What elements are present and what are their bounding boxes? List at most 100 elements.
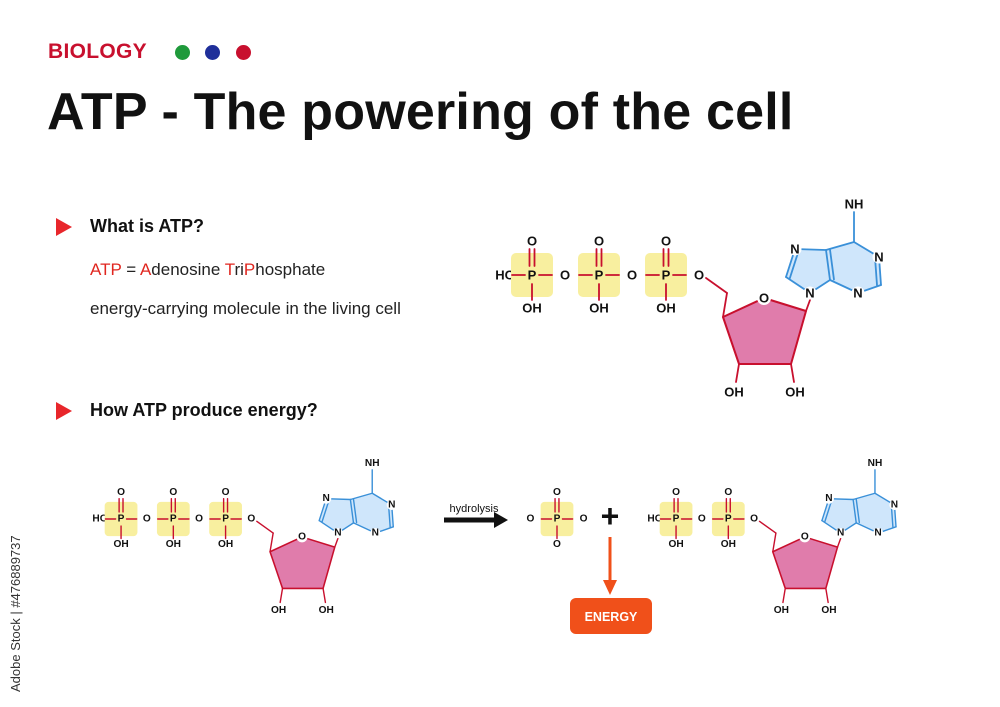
oxygen-atom: O <box>594 234 604 249</box>
bottom-group: OH <box>113 539 128 550</box>
bottom-group: OH <box>589 301 609 316</box>
definition-word: denosine <box>151 260 225 279</box>
ring-oxygen: O <box>759 291 769 306</box>
phosphate-box <box>659 501 693 537</box>
adenine-double-bond <box>829 248 835 281</box>
bottom-group: OH <box>656 301 676 316</box>
phosphorus-atom: P <box>170 514 177 525</box>
question-how-atp-energy: How ATP produce energy? <box>90 400 318 420</box>
phosphorus-atom: P <box>528 268 537 283</box>
energy-badge <box>570 598 652 634</box>
bottom-group: OH <box>721 539 736 550</box>
phosphate-box <box>511 253 553 297</box>
adp-molecule-product: HOPOOHOPOOHOOOHOHNNNNNH2 <box>647 458 900 616</box>
nitrogen-atom: N <box>825 493 832 504</box>
oxygen-atom: O <box>750 514 758 525</box>
nitrogen-atom: N <box>388 499 395 510</box>
nitrogen-bg <box>873 527 884 539</box>
oxygen-atom: O <box>580 514 588 525</box>
phosphate-box <box>645 253 687 297</box>
definition-word: hosphate <box>255 260 326 279</box>
oxygen-atom: O <box>195 514 203 525</box>
bottom-group: OH <box>668 539 683 550</box>
oxygen-atom: O <box>724 487 732 498</box>
definition-abbr: ATP <box>90 260 122 279</box>
bond <box>805 299 811 312</box>
phosphate-box <box>209 501 242 537</box>
atp-molecule-reactant: HOPOOHOPOOHOPOOHOOOHOHNNNNNH2 <box>92 458 397 616</box>
bond <box>334 537 339 548</box>
nitrogen-bg <box>851 286 865 300</box>
atp-definition: ATP = Adenosine TriPhosphate <box>90 260 325 280</box>
hydroxyl-group: OH <box>785 385 805 400</box>
atp-description: energy-carrying molecule in the living c… <box>90 299 401 318</box>
hydroxyl-group: HO <box>92 514 107 525</box>
bullet-arrow-icon <box>56 218 72 236</box>
adenine-fill <box>319 493 394 534</box>
hydroxyl-group: OH <box>821 605 836 616</box>
nitrogen-atom: N <box>334 528 341 539</box>
oxygen-atom: O <box>222 487 230 498</box>
oxygen-atom: O <box>627 268 637 283</box>
phosphate-box <box>578 253 620 297</box>
ring-oxygen-bg <box>799 531 811 543</box>
atp-molecule-structure: HOPOOHOPOOHOPOOHOOOHOHNNNNNH2 <box>495 197 886 400</box>
bottom-group: OH <box>166 539 181 550</box>
bond <box>279 587 284 604</box>
nitrogen-bg <box>889 499 900 511</box>
adenine-bond <box>852 492 876 501</box>
oxygen-atom: O <box>694 268 704 283</box>
phosphorus-atom: P <box>673 514 680 525</box>
nitrogen-bg <box>321 493 332 504</box>
phosphorus-atom: P <box>662 268 671 283</box>
phosphorus-atom: P <box>554 514 561 525</box>
definition-letter-p: P <box>243 260 256 279</box>
oxygen-atom: O <box>698 514 706 525</box>
oxygen-atom: O <box>527 514 535 525</box>
nitrogen-atom: N <box>874 528 881 539</box>
bond <box>269 532 274 553</box>
nitrogen-atom: N <box>372 528 379 539</box>
nitrogen-atom: N <box>790 242 799 257</box>
nitrogen-bg <box>823 493 835 504</box>
hydroxyl-group: OH <box>724 385 744 400</box>
nitrogen-bg <box>386 499 397 511</box>
oxygen-atom: O <box>143 514 151 525</box>
bond <box>782 587 786 604</box>
reaction-arrow-icon <box>444 512 508 528</box>
nitrogen-bg <box>803 286 817 300</box>
watermark: Adobe Stock | #476889737 <box>6 462 26 692</box>
amine-group: NH <box>845 197 864 212</box>
hydroxyl-group: HO <box>495 268 515 283</box>
phosphorus-atom: P <box>118 514 125 525</box>
nitrogen-atom: N <box>805 286 814 301</box>
phosphate-box <box>540 501 574 537</box>
nitrogen-atom: N <box>874 250 883 265</box>
hydroxyl-group: OH <box>319 605 334 616</box>
adenine-fill <box>821 493 897 534</box>
dot-green <box>175 45 190 60</box>
phosphorus-atom: P <box>595 268 604 283</box>
phosphate-box <box>156 501 190 537</box>
bond <box>322 587 327 604</box>
dot-red <box>236 45 251 60</box>
bond <box>256 520 274 534</box>
phosphorus-atom: P <box>725 514 732 525</box>
bottom-group: OH <box>218 539 233 550</box>
ring-oxygen-bg <box>296 531 308 543</box>
nitrogen-atom: N <box>837 528 844 539</box>
bottom-group: O <box>553 539 561 550</box>
watermark-text: Adobe Stock | #476889737 <box>8 535 23 692</box>
bond <box>772 532 777 553</box>
bond <box>836 537 842 548</box>
nitrogen-atom: N <box>323 493 330 504</box>
oxygen-atom: O <box>661 234 671 249</box>
ring-oxygen-bg <box>757 291 771 305</box>
bond <box>705 277 728 294</box>
bullet-arrow-icon <box>56 402 72 420</box>
nitrogen-atom: N <box>853 286 862 301</box>
oxygen-atom: O <box>527 234 537 249</box>
plus-sign: + <box>601 498 620 534</box>
adenine-double-bond <box>352 498 358 524</box>
definition-letter-t: T <box>224 260 235 279</box>
